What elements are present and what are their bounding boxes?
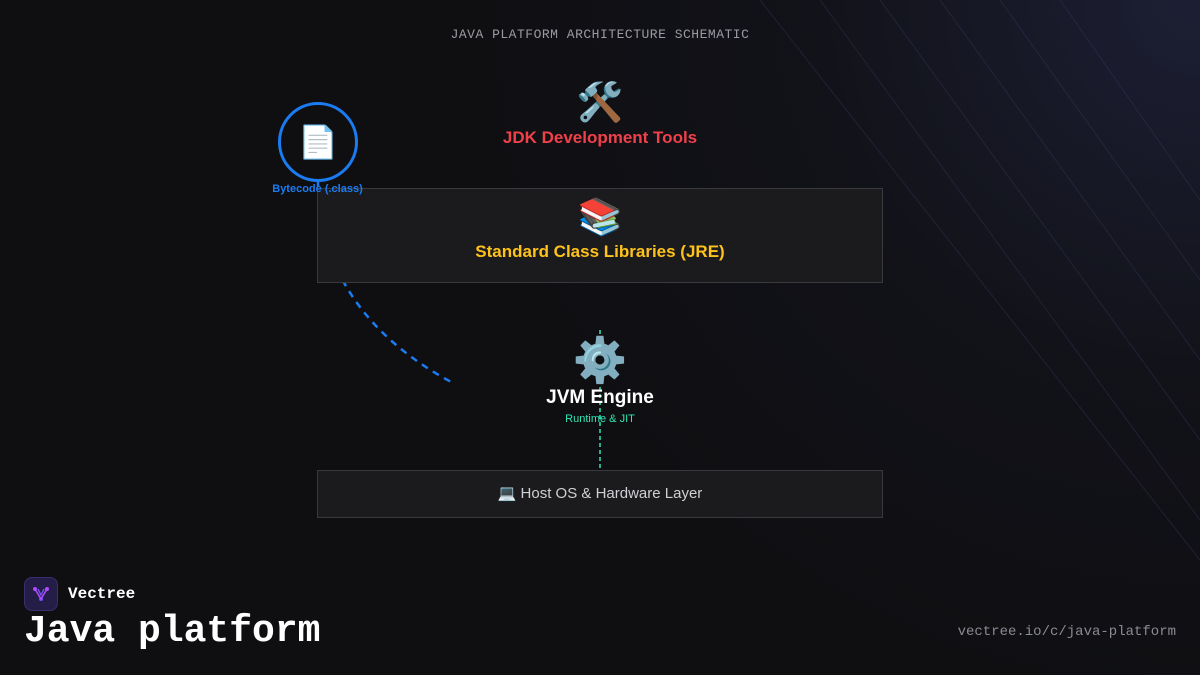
jvm-node[interactable]: ⚙️ JVM Engine Runtime & JIT <box>450 335 750 425</box>
host-box[interactable]: 💻 Host OS & Hardware Layer <box>317 470 883 518</box>
tools-icon: 🛠️ <box>576 82 624 124</box>
jvm-sublabel: Runtime & JIT <box>565 413 635 425</box>
vectree-logo-icon <box>24 577 58 611</box>
diagram-title: JAVA PLATFORM ARCHITECTURE SCHEMATIC <box>450 27 750 42</box>
page-url[interactable]: vectree.io/c/java-platform <box>957 624 1176 640</box>
brand-name: Vectree <box>68 585 136 603</box>
books-icon: 📚 <box>577 196 623 237</box>
page-heading: Java platform <box>24 610 321 653</box>
document-icon: 📄 <box>298 124 338 160</box>
jre-box[interactable]: 📚 Standard Class Libraries (JRE) <box>317 188 883 283</box>
bytecode-label: Bytecode (.class) <box>272 183 363 195</box>
jre-label: Standard Class Libraries (JRE) <box>475 242 725 261</box>
jvm-label: JVM Engine <box>546 387 654 408</box>
host-label: 💻 Host OS & Hardware Layer <box>497 485 703 502</box>
jdk-node[interactable]: 🛠️ JDK Development Tools <box>450 80 750 148</box>
brand[interactable]: Vectree <box>24 577 135 611</box>
bytecode-node[interactable]: 📄 <box>278 102 358 182</box>
gear-icon: ⚙️ <box>572 336 628 385</box>
jdk-label: JDK Development Tools <box>502 128 698 147</box>
